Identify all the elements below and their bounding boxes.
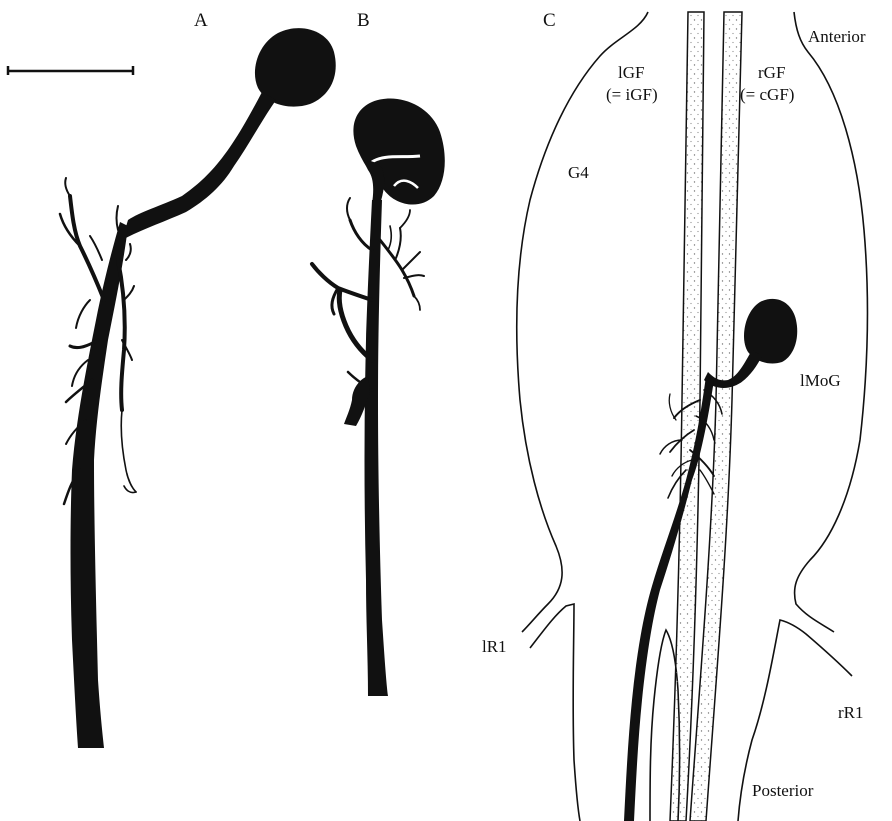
label-lmog: lMoG: [800, 371, 841, 390]
label-igf: (= iGF): [606, 85, 658, 104]
panel-a-axon: [71, 222, 129, 748]
scale-bar: [8, 66, 133, 75]
panel-a-soma: [255, 28, 336, 107]
panel-label-b: B: [357, 10, 370, 31]
panel-b-soma: [353, 99, 444, 205]
label-rr1: rR1: [838, 703, 864, 722]
panel-label-c: C: [543, 10, 556, 31]
panel-b-axon: [365, 200, 389, 696]
label-lr1: lR1: [482, 637, 507, 656]
panel-b-neuron: [312, 99, 445, 696]
label-cgf: (= cGF): [740, 85, 794, 104]
panel-a-neuron: [60, 28, 336, 748]
label-posterior: Posterior: [752, 781, 814, 800]
label-rgf: rGF: [758, 63, 785, 82]
panel-label-a: A: [194, 10, 208, 31]
panel-a-neck: [122, 92, 276, 240]
label-g4: G4: [568, 163, 589, 182]
label-anterior: Anterior: [808, 27, 866, 46]
label-lgf: lGF: [618, 63, 644, 82]
